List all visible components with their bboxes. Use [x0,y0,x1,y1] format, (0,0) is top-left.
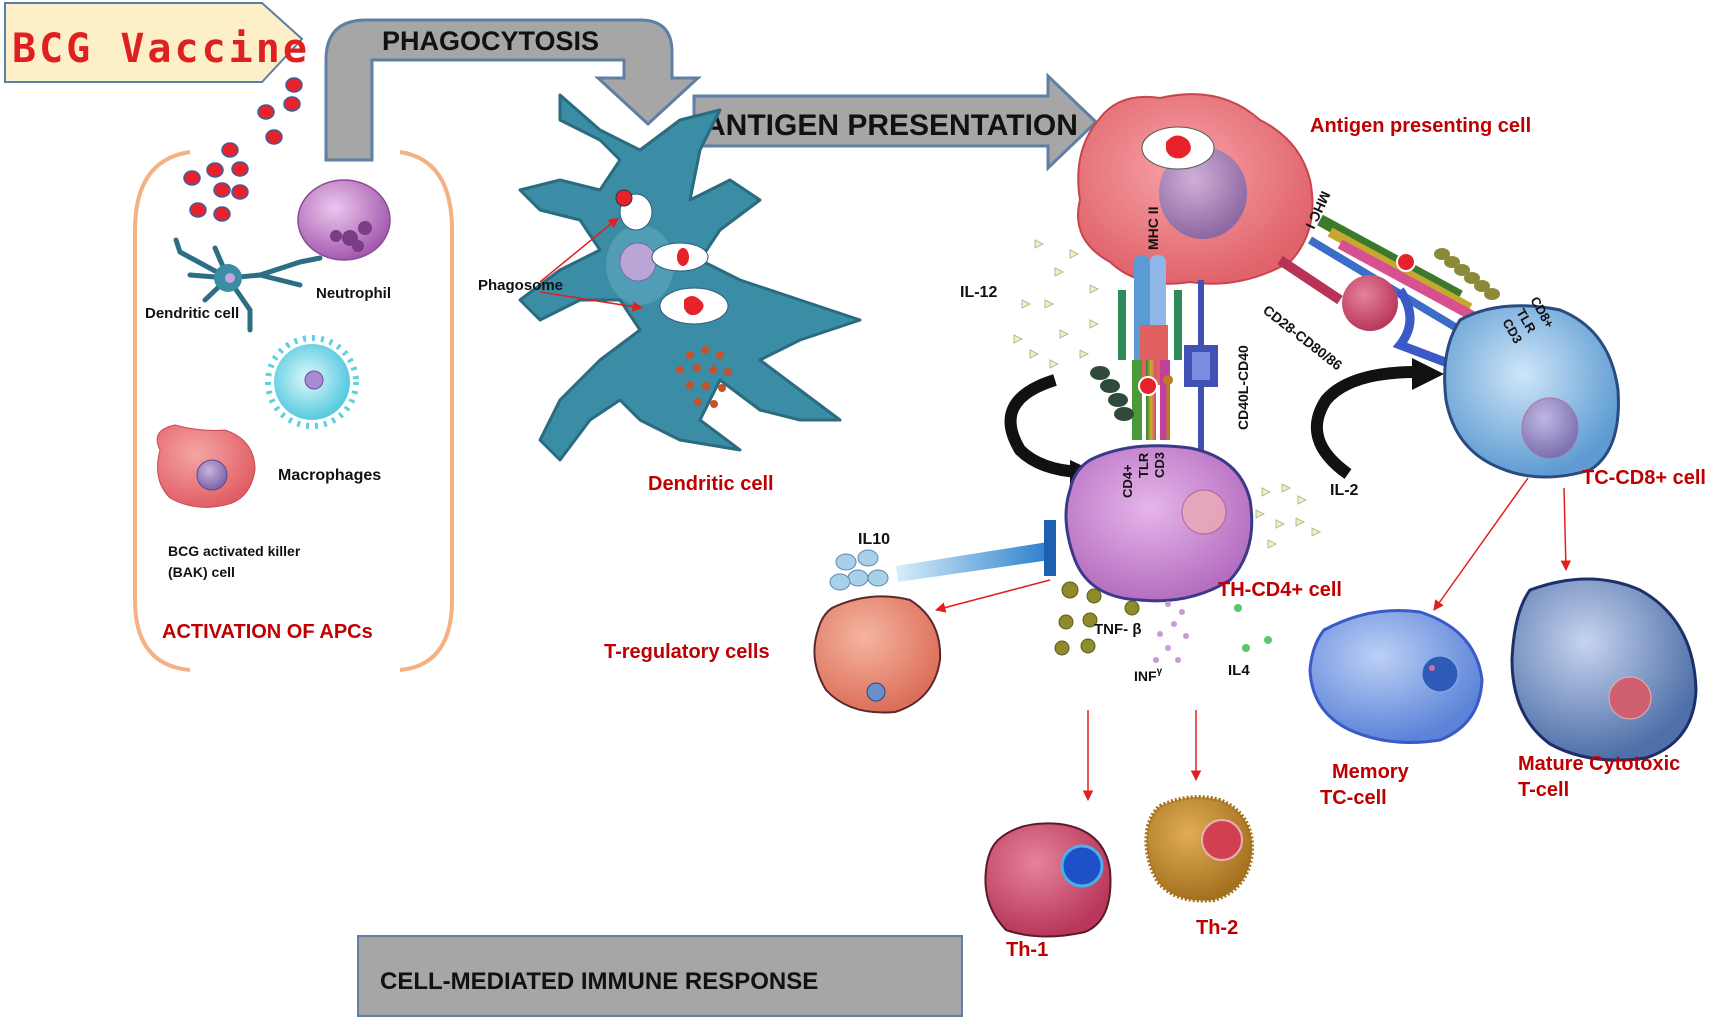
il2-curved-arrow [1311,366,1417,479]
il4-particles [1234,604,1272,652]
il2-label: IL-2 [1330,482,1359,499]
left-dendritic-label: Dendritic cell [145,305,239,322]
cd40-receptor [1184,280,1218,460]
mhc2-tcr-complex [1118,255,1182,440]
th1-cell [984,822,1112,938]
mature-label-line2: T-cell [1518,779,1569,801]
mature-cytotoxic-cell [1510,577,1698,762]
il12-curved-arrow [1004,374,1081,478]
macrophages-label: Macrophages [278,467,381,484]
inf-particles [1153,601,1189,663]
il4-label: IL4 [1228,662,1250,679]
th2-cell [1144,795,1255,903]
phagosome-pointers [539,217,644,312]
th-cd3-label: CD3 [1152,452,1167,478]
dendritic-granules [676,346,732,408]
antigen-presentation-label: ANTIGEN PRESENTATION [704,109,1078,142]
mature-label-line1: Mature Cytotoxic [1518,753,1680,775]
th-cd4-title: TH-CD4+ cell [1218,579,1342,601]
bak-label-line2: (BAK) cell [168,564,235,580]
th-cd4-label: CD4+ [1120,464,1135,498]
bak-cell [156,424,256,508]
bcg-particles [183,77,303,222]
tnf-label: TNF- β [1094,621,1141,638]
macrophage-cell [265,335,359,429]
il10-inhibition [829,520,1056,591]
phagocytosis-arrow: PHAGOCYTOSIS [324,18,702,162]
footer-caption: CELL-MEDIATED IMMUNE RESPONSE [380,968,818,995]
il10-label: IL10 [858,531,890,548]
il12-label: IL-12 [960,284,997,301]
inf-text: INF [1134,668,1157,684]
mature-arrow [1560,487,1572,572]
cd40-label: CD40L-CD40 [1235,345,1251,430]
neutrophil-label: Neutrophil [316,285,391,302]
tnf-particles [1054,581,1140,656]
tlr-chain-tc [1434,248,1500,300]
inf-superscript: γ [1157,666,1163,677]
bcg-vaccine-title: BCG Vaccine [12,26,310,72]
il12-signals [1013,239,1100,369]
small-dendritic-cell [173,237,323,333]
th1-label: Th-1 [1006,939,1048,961]
t-regulatory-cell [813,595,942,714]
inf-label: INFγ [1134,666,1163,684]
neutrophil-cell [297,179,391,261]
treg-arrow [934,579,1051,613]
memory-arrow [1433,477,1529,611]
il2-arrowhead [1412,358,1444,390]
bcg-vaccine-banner: BCG Vaccine [4,2,310,83]
phagosome-label: Phagosome [478,277,563,294]
antigen-presentation-arrow: ANTIGEN PRESENTATION [692,72,1099,172]
phagocytosis-label: PHAGOCYTOSIS [382,26,599,56]
cell-mediated-response-box: CELL-MEDIATED IMMUNE RESPONSE [357,935,963,1017]
center-dendritic-label: Dendritic cell [648,473,774,495]
activation-of-apcs-caption: ACTIVATION OF APCs [162,621,373,643]
il2-signals [1255,483,1322,549]
tc-cd8-cell [1443,304,1620,479]
bak-label-line1: BCG activated killer [168,543,301,559]
apc-title: Antigen presenting cell [1310,115,1531,137]
treg-label: T-regulatory cells [604,641,770,663]
apc-activation-panel [133,150,454,672]
cd28-label: CD28-CD80/86 [1260,302,1345,374]
th2-label: Th-2 [1196,917,1238,939]
mhc2-label: MHC II [1145,206,1161,250]
memory-label-line2: TC-cell [1320,787,1387,809]
memory-label-line1: Memory [1332,761,1410,783]
th-cd4-cell [1064,444,1254,603]
memory-tc-cell [1308,609,1484,744]
th-tlr-label: TLR [1136,452,1151,478]
dendritic-cell-large [518,93,862,462]
antigen-presenting-cell [1077,93,1314,285]
mhc1-tcr-complex [1277,214,1483,367]
tc-cd8-title: TC-CD8+ cell [1582,467,1706,489]
tlr-chain-th [1090,366,1134,421]
